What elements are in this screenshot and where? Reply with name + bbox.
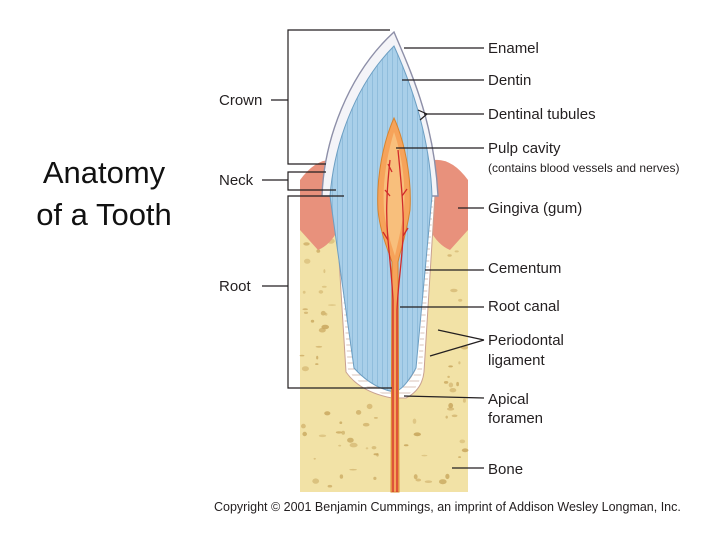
bone-pore xyxy=(439,479,447,485)
bone-pore xyxy=(421,454,428,457)
bone-pore xyxy=(318,434,327,438)
bone-pore xyxy=(447,254,452,257)
bone-pore xyxy=(413,432,421,437)
bone-pore xyxy=(302,308,309,311)
bone-pore xyxy=(412,418,417,424)
bone-pore xyxy=(456,381,459,387)
neck-bracket xyxy=(287,171,336,191)
bone-pore xyxy=(349,468,357,471)
bone-pore xyxy=(301,366,309,372)
bone-pore xyxy=(302,290,306,294)
bone-pore xyxy=(445,473,450,480)
crown-label: Crown xyxy=(219,92,262,109)
bone-pore xyxy=(371,446,377,450)
bone-pore xyxy=(458,361,461,365)
bone-pore xyxy=(321,324,330,330)
bone-pore xyxy=(310,319,315,323)
bone-pore xyxy=(301,423,306,429)
root-label: Root xyxy=(219,278,252,295)
bone-pore xyxy=(312,478,320,484)
bone-pore xyxy=(403,444,409,447)
periodontal-ligament-label-line-2: ligament xyxy=(488,352,546,369)
bone-pore xyxy=(376,453,379,457)
bone-pore xyxy=(373,417,378,419)
bone-pore xyxy=(316,249,321,253)
periodontal-ligament-label-line-1: Periodontal xyxy=(488,332,564,349)
bone-pore xyxy=(458,298,463,302)
bone-pore xyxy=(462,398,466,403)
bone-pore xyxy=(320,310,326,316)
bone-pore xyxy=(448,402,454,409)
bone-pore xyxy=(366,403,373,410)
bone-pore xyxy=(324,411,331,416)
gingiva-label: Gingiva (gum) xyxy=(488,200,582,217)
bone-pore xyxy=(459,439,466,444)
bone-pore xyxy=(461,448,469,453)
bone-pore xyxy=(303,311,309,314)
bone-pore xyxy=(304,258,311,264)
bone-pore xyxy=(299,354,305,357)
region-brackets xyxy=(262,29,392,389)
slide-title: Anatomy of a Tooth xyxy=(18,152,190,236)
bone-pore xyxy=(454,250,459,253)
bone-pore xyxy=(339,421,343,425)
bone-label: Bone xyxy=(488,461,523,478)
bone-pore xyxy=(373,476,377,480)
bone-pore xyxy=(449,388,457,393)
bone-pore xyxy=(339,474,344,479)
bone-pore xyxy=(323,269,326,274)
crown-bracket xyxy=(287,29,390,165)
bone-pore xyxy=(303,242,310,246)
bone-pore xyxy=(318,290,324,294)
bone-pore xyxy=(447,375,450,378)
apical-foramen-label-line-2: foramen xyxy=(488,410,543,427)
pulp-cavity-note: (contains blood vessels and nerves) xyxy=(488,161,679,175)
pulp-cavity-label: Pulp cavity xyxy=(488,140,561,157)
bone-pore xyxy=(448,382,454,388)
bone-pores xyxy=(299,238,469,488)
bone-pore xyxy=(448,365,453,368)
bone-pore xyxy=(302,431,308,437)
bone-pore xyxy=(338,444,342,447)
dentin-label: Dentin xyxy=(488,72,531,89)
bone-pore xyxy=(315,363,319,365)
dentinal-tubules-label: Dentinal tubules xyxy=(488,106,596,123)
bone-pore xyxy=(335,431,342,434)
bone-pore xyxy=(424,480,433,484)
bone-pore xyxy=(445,415,448,419)
bone-pore xyxy=(365,447,369,450)
bone-pore xyxy=(355,410,362,415)
apical-foramen-label-line-1: Apical xyxy=(488,391,529,408)
bone-pore xyxy=(447,407,455,411)
root-canal-label: Root canal xyxy=(488,298,560,315)
bone-pore xyxy=(362,422,370,427)
copyright-notice: Copyright © 2001 Benjamin Cummings, an i… xyxy=(214,500,681,514)
enamel-label: Enamel xyxy=(488,40,539,57)
bone-pore xyxy=(328,304,336,306)
bone-pore xyxy=(341,430,346,435)
leader-lines xyxy=(396,47,485,469)
bone-pore xyxy=(349,442,358,448)
slide-title-line-2: of a Tooth xyxy=(36,197,172,232)
neck-label: Neck xyxy=(219,172,254,189)
slide-title-line-1: Anatomy xyxy=(42,155,166,190)
bone-pore xyxy=(315,345,323,348)
bone-pore xyxy=(321,285,327,288)
bone-pore xyxy=(413,474,418,480)
bone-pore xyxy=(347,437,354,443)
root-bracket xyxy=(287,195,392,389)
bone-pore xyxy=(327,484,333,488)
bone-pore xyxy=(458,456,462,458)
bone-pore xyxy=(415,478,422,482)
bone-pore xyxy=(443,381,449,384)
blood-vessels xyxy=(382,149,409,492)
bone-pore xyxy=(316,355,319,360)
bone-pore xyxy=(450,288,458,293)
cementum-label: Cementum xyxy=(488,260,561,277)
bone-pore xyxy=(451,414,458,418)
bone-pore xyxy=(313,457,316,460)
